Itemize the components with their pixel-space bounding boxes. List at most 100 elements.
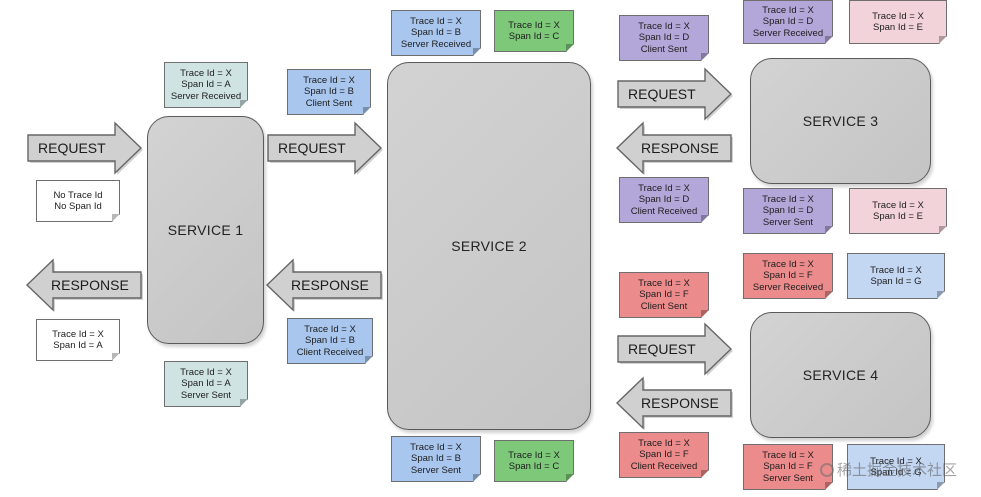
note-line: Span Id = D [638, 194, 690, 206]
note-line: Span Id = F [639, 449, 689, 461]
service-4-box: SERVICE 4 [750, 312, 931, 438]
note-line: Trace Id = X [870, 455, 922, 467]
note-line: Client Received [296, 346, 364, 358]
note-line: Trace Id = X [180, 67, 232, 79]
note-line: Trace Id = X [872, 199, 924, 211]
arrow-s4-request-label: REQUEST [628, 341, 696, 357]
arrow-client-response-label: RESPONSE [51, 277, 129, 293]
watermark: 稀土掘金技术社区 [820, 459, 957, 480]
note-line: Span Id = C [508, 461, 560, 472]
note-line: Span Id = F [763, 461, 813, 473]
note-line: Trace Id = X [410, 441, 462, 453]
note-line: Client Received [630, 460, 698, 472]
note-line: Trace Id = X [762, 4, 814, 16]
note-line: Trace Id = X [638, 437, 690, 449]
watermark-logo-icon [820, 463, 834, 477]
note-line: Server Sent [762, 216, 814, 228]
note-line: Server Received [170, 90, 242, 102]
note-line: Span Id = C [508, 31, 560, 42]
service-2-box: SERVICE 2 [387, 62, 591, 430]
note-line: No Trace Id [53, 189, 103, 201]
note-line: Span Id = B [304, 86, 354, 98]
note-line: Server Received [752, 27, 824, 39]
note-line: Span Id = E [873, 211, 923, 222]
arrow-s3-request-label: REQUEST [628, 86, 696, 102]
note-line: Server Received [752, 281, 824, 293]
note-line: Span Id = A [53, 340, 103, 351]
note-line: Client Received [630, 205, 698, 217]
note-line: Span Id = B [305, 335, 355, 347]
note-line: Trace Id = X [410, 15, 462, 27]
arrow-s3-request: REQUEST [617, 67, 733, 121]
arrow-s4-response-label: RESPONSE [641, 395, 719, 411]
arrow-client-response: RESPONSE [25, 258, 143, 312]
note-line: Trace Id = X [762, 258, 814, 270]
note-line: Trace Id = X [304, 323, 356, 335]
note-line: Trace Id = X [870, 264, 922, 276]
arrow-s4-request-shape [617, 322, 733, 376]
note-line: Trace Id = X [762, 449, 814, 461]
note-line: Server Sent [410, 464, 462, 476]
arrow-s1-request: REQUEST [267, 121, 383, 175]
watermark-text: 稀土掘金技术社区 [837, 462, 958, 479]
note-line: Span Id = D [762, 16, 814, 28]
arrow-s3-response: RESPONSE [615, 121, 733, 175]
note-line: Span Id = B [411, 27, 461, 39]
note-line: Span Id = F [763, 270, 813, 282]
arrow-s1-request-shape [267, 121, 383, 175]
arrow-s3-request-shape [617, 67, 733, 121]
note-line: Span Id = B [411, 453, 461, 465]
note-line: Span Id = G [870, 276, 922, 287]
service-2-label: SERVICE 2 [451, 238, 527, 254]
note-line: Trace Id = X [508, 19, 560, 31]
arrow-client-request-shape [27, 121, 143, 175]
note-line: Trace Id = X [52, 328, 104, 340]
note-line: Span Id = D [638, 32, 690, 44]
arrow-s1-response: RESPONSE [265, 258, 383, 312]
note-line: Server Sent [180, 389, 232, 401]
note-line: Trace Id = X [638, 20, 690, 32]
service-3-box: SERVICE 3 [750, 58, 931, 184]
note-line: Span Id = A [181, 378, 231, 390]
note-line: Span Id = E [873, 22, 923, 33]
arrow-s1-response-shape [265, 258, 382, 312]
arrow-s4-response-shape [615, 376, 732, 430]
arrow-s1-request-label: REQUEST [278, 140, 346, 156]
arrow-s4-request: REQUEST [617, 322, 733, 376]
note-line: No Span Id [54, 201, 102, 212]
note-line: Client Sent [305, 97, 353, 109]
note-line: Trace Id = X [872, 10, 924, 22]
arrow-client-request-label: REQUEST [38, 140, 106, 156]
service-1-box: SERVICE 1 [147, 116, 264, 344]
note-line: Server Sent [762, 472, 814, 484]
arrow-client-request: REQUEST [27, 121, 143, 175]
note-line: Span Id = D [762, 205, 814, 217]
note-line: Trace Id = X [303, 74, 355, 86]
note-line: Client Sent [640, 43, 688, 55]
service-3-label: SERVICE 3 [802, 113, 879, 129]
arrow-s3-response-shape [615, 121, 732, 175]
note-line: Server Received [400, 38, 472, 50]
note-line: Trace Id = X [180, 366, 232, 378]
